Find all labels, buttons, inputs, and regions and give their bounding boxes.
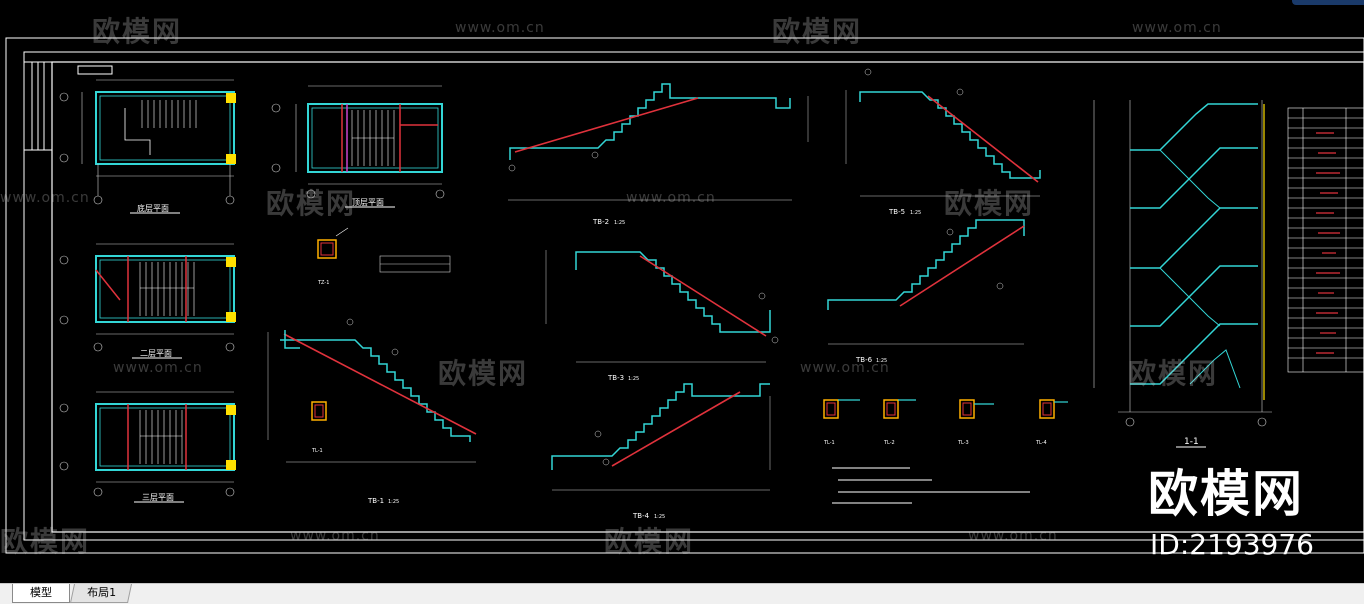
flight-tb1: TL-1 TB-1 1:25 [267, 318, 477, 505]
brand-logo-text: 欧模网 [1148, 465, 1304, 523]
general-notes [832, 467, 1030, 504]
flight-scale-tb4: 1:25 [654, 514, 665, 520]
stair-section-1-1: 1-1 [1093, 100, 1272, 448]
plan-top-floor: 顶层平面 [271, 85, 445, 208]
rebar-schedule-table [1287, 107, 1364, 373]
beam-title-tl1: TL-1 [823, 440, 835, 446]
flight-title-tb2: TB-2 [592, 218, 609, 226]
tab-layout1-label: 布局1 [86, 586, 116, 599]
tab-layout1[interactable]: 布局1 [69, 584, 133, 603]
section-title: 1-1 [1184, 437, 1199, 447]
flight-scale-tb6: 1:25 [876, 358, 887, 364]
flight-scale-tb1: 1:25 [388, 499, 399, 505]
plan-title-top: 顶层平面 [352, 198, 384, 207]
plan-second-floor: 二层平面 [59, 243, 236, 359]
beam-sections: TL-1 TL-2 TL-3 TL-4 [823, 399, 1068, 446]
layout-tab-bar: 模型 布局1 [0, 583, 1364, 604]
cad-model-space[interactable]: 底层平面 二层平面 [0, 0, 1364, 583]
flight-scale-tb3: 1:25 [628, 376, 639, 382]
column-detail-tz1: TZ-1 [317, 227, 451, 286]
flight-title-tb4: TB-4 [632, 512, 650, 520]
flight-title-tb1: TB-1 [367, 497, 384, 505]
flight-tb4: TB-4 1:25 [551, 383, 771, 520]
flight-tb2: TB-2 1:25 [508, 83, 809, 226]
drawing-frame [5, 37, 1364, 554]
flight-scale-tb5: 1:25 [910, 210, 921, 216]
tab-model[interactable]: 模型 [12, 584, 70, 603]
plan-third-floor: 三层平面 [59, 391, 236, 503]
stair-drawing-canvas[interactable]: 底层平面 二层平面 [0, 0, 1364, 583]
flight-title-tb5: TB-5 [888, 208, 905, 216]
plan-ground-floor: 底层平面 [59, 79, 236, 214]
beam-title-tl4: TL-4 [1035, 440, 1047, 446]
plan-title-third: 三层平面 [142, 493, 174, 502]
flight-scale-tb2: 1:25 [614, 220, 625, 226]
beam-title-tl2: TL-2 [883, 440, 895, 446]
flight-tb3: TB-3 1:25 [545, 250, 779, 382]
flight-tb5: TB-5 1:25 [845, 68, 1041, 216]
model-id-label: ID:2193976 [1150, 528, 1314, 561]
beam-title-tl3: TL-3 [957, 440, 969, 446]
flight-tb6: TB-6 1:25 [827, 219, 1025, 364]
plan-title-ground: 底层平面 [137, 203, 169, 213]
detail-title-tz1: TZ-1 [317, 280, 329, 286]
flight-title-tb6: TB-6 [855, 356, 873, 364]
detail-title-tl1: TL-1 [311, 448, 323, 454]
window-corner-control[interactable] [1292, 0, 1364, 5]
plan-title-second: 二层平面 [140, 349, 172, 358]
flight-title-tb3: TB-3 [607, 374, 624, 382]
